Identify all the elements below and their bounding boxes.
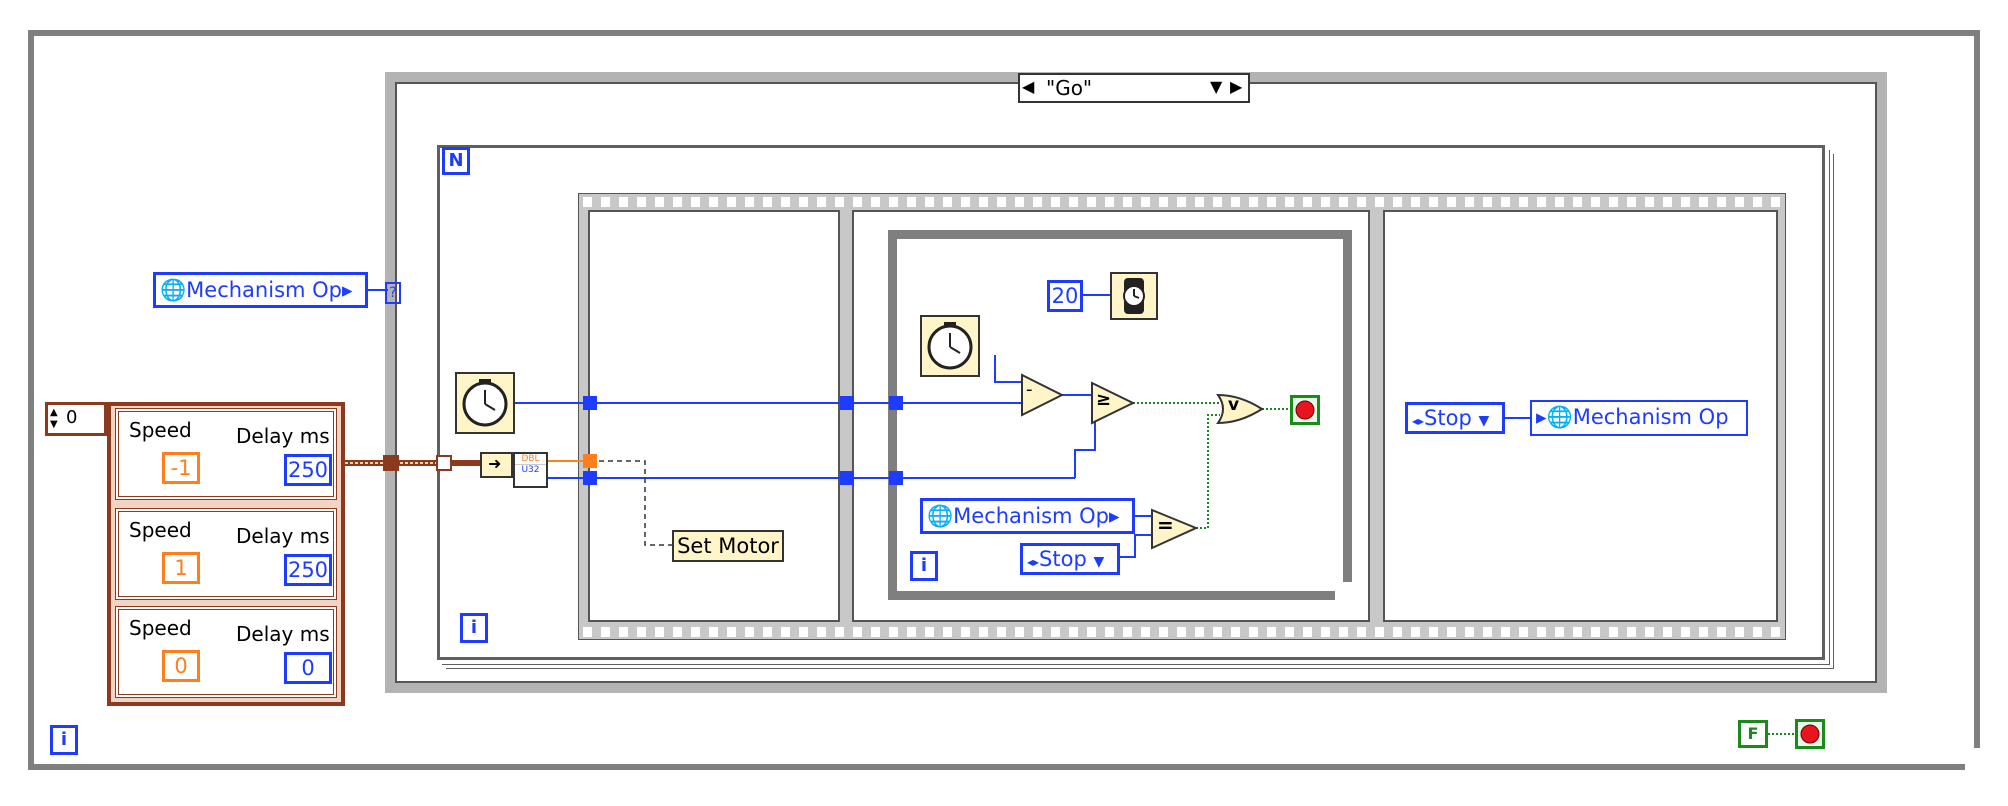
tick-count-node-2[interactable] (920, 315, 980, 377)
unbundle-node[interactable]: DBL U32 (513, 452, 548, 488)
case-prev-arrow-icon[interactable]: ◀ (1022, 77, 1035, 96)
speed-value[interactable]: 1 (162, 552, 200, 584)
mechanism-op-global-read-2[interactable]: 🌐Mechanism Op▸ (920, 498, 1135, 534)
delay-value[interactable]: 0 (284, 652, 332, 684)
mechanism-op-label: Mechanism Op (953, 504, 1109, 528)
stop-enum-constant-1[interactable]: ◂▸Stop ▼ (1020, 543, 1120, 575)
delay-value[interactable]: 250 (284, 454, 332, 486)
tunnel-tick-1 (583, 396, 597, 410)
case-selector[interactable]: ◀ "Go" ▼ ▶ (1018, 73, 1250, 103)
speed-label: Speed (129, 518, 192, 542)
tunnel-u32-2 (840, 471, 854, 485)
clock-icon (927, 322, 973, 370)
outer-loop-corner-gap (1965, 748, 1985, 778)
delay-label: Delay ms (236, 424, 330, 448)
speed-label: Speed (129, 418, 192, 442)
cluster-element-3[interactable]: Speed Delay ms 0 0 (115, 606, 337, 698)
arrow-right-icon: ▸ (342, 278, 353, 302)
subtract-label: - (1026, 379, 1033, 400)
tunnel-dbl-1 (583, 454, 597, 468)
eq-label: = (1157, 513, 1174, 537)
tunnel-u32-1 (583, 471, 597, 485)
subtract-node (1021, 373, 1065, 417)
wait-ms-node[interactable] (1110, 272, 1158, 320)
arrow-right-icon: ▸ (1109, 504, 1120, 528)
dbl-output-label: DBL (515, 454, 546, 465)
array-index-display[interactable]: ▲▼ 0 (45, 402, 107, 436)
inner-iteration-terminal: i (910, 551, 938, 581)
globe-icon: 🌐 (160, 278, 187, 302)
delay-label: Delay ms (236, 622, 330, 646)
u32-output-label: U32 (521, 465, 540, 475)
stop-sign-icon (1295, 400, 1315, 420)
mechanism-op-label: Mechanism Op (1572, 405, 1729, 429)
tick-to-ge (1074, 403, 1096, 478)
tunnel-u32-3 (889, 471, 903, 485)
delay-value[interactable]: 250 (284, 554, 332, 586)
eq-to-or (1196, 414, 1220, 529)
arrow-right-icon: ▸ (1536, 405, 1547, 429)
outer-iteration-terminal: i (50, 725, 78, 755)
ge-label: ≥ (1096, 389, 1112, 410)
stop-sign-icon (1800, 724, 1820, 744)
inner-stop-terminal[interactable] (1290, 395, 1320, 425)
globe-icon: 🌐 (1546, 405, 1573, 429)
stop-to-eq (1120, 534, 1155, 558)
tunnel-tick-3 (889, 396, 903, 410)
stop-label: Stop (1424, 406, 1472, 430)
delay-label: Delay ms (236, 524, 330, 548)
speed-label: Speed (129, 616, 192, 640)
arrow-right-icon: ➜ (488, 454, 502, 473)
mechanism-op-global-write[interactable]: ▸🌐Mechanism Op (1530, 400, 1748, 436)
dropdown-arrow-icon: ▼ (1478, 413, 1490, 429)
index-array-node[interactable]: ➜ (480, 452, 513, 478)
clock-icon (462, 379, 508, 427)
index-tunnel (436, 455, 452, 471)
case-selector-label: "Go" (1046, 76, 1093, 100)
equal-node (1151, 508, 1199, 550)
stop-label: Stop (1039, 547, 1087, 571)
case-selector-terminal: ? (385, 282, 401, 304)
mechanism-op-label: Mechanism Op (186, 278, 342, 302)
greater-equal-node (1091, 381, 1136, 425)
tick-count-node-1[interactable] (455, 372, 515, 434)
seq-film-holes-top (583, 196, 1781, 208)
set-motor-label: Set Motor (672, 530, 784, 562)
tunnel-tick-2 (840, 396, 854, 410)
outer-stop-terminal[interactable] (1795, 719, 1825, 749)
globe-icon: 🌐 (927, 504, 954, 528)
inner-tick-wire (994, 355, 1025, 383)
enum-arrows-icon: ◂▸ (1412, 414, 1425, 428)
seq-film-holes-bottom (583, 626, 1781, 638)
dropdown-arrow-icon: ▼ (1093, 554, 1105, 570)
speed-value[interactable]: -1 (162, 452, 200, 484)
inner-while-loop[interactable] (888, 230, 1352, 600)
outer-while-loop[interactable] (28, 30, 1980, 770)
array-tunnel (383, 455, 399, 471)
wristwatch-icon (1123, 278, 1145, 314)
or-label: v (1228, 395, 1240, 415)
wait-ms-constant[interactable]: 20 (1047, 280, 1083, 312)
for-loop-count-terminal: N (442, 147, 470, 175)
mechanism-op-global-read-1[interactable]: 🌐Mechanism Op▸ (153, 272, 368, 308)
enum-arrows-icon: ◂▸ (1027, 555, 1040, 569)
speed-value[interactable]: 0 (162, 650, 200, 682)
case-next-arrow-icon[interactable]: ▶ (1230, 77, 1243, 96)
case-dropdown-arrow-icon[interactable]: ▼ (1210, 77, 1223, 96)
for-loop-iteration-terminal: i (460, 613, 488, 643)
set-motor-link (590, 460, 672, 546)
false-constant[interactable]: F (1738, 720, 1768, 748)
cluster-element-1[interactable]: Speed Delay ms -1 250 (115, 408, 337, 500)
index-stepper-icon[interactable]: ▲▼ (50, 407, 58, 430)
or-node (1216, 393, 1264, 425)
cluster-element-2[interactable]: Speed Delay ms 1 250 (115, 508, 337, 600)
array-index-value[interactable]: 0 (66, 407, 78, 428)
inner-loop-corner-gap (1335, 582, 1355, 602)
stop-enum-constant-2[interactable]: ◂▸Stop ▼ (1405, 402, 1505, 434)
